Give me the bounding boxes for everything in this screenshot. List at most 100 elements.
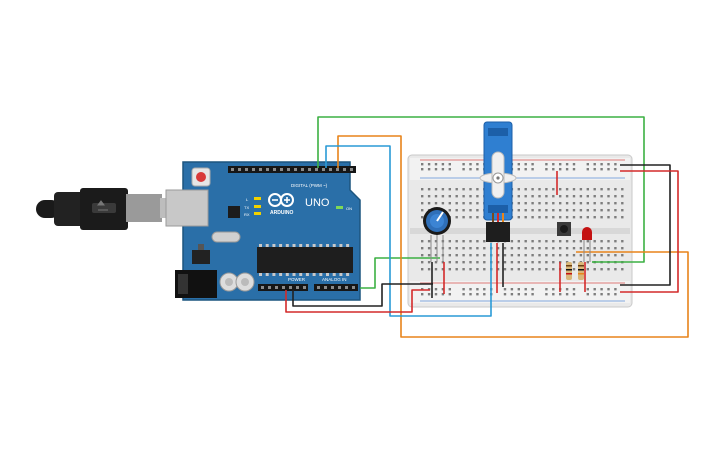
breadboard-hole bbox=[572, 216, 576, 219]
breadboard-hole bbox=[462, 202, 465, 205]
chip-pin bbox=[279, 244, 283, 247]
breadboard-hole bbox=[559, 195, 562, 198]
breadboard-hole bbox=[586, 261, 589, 264]
breadboard-hole bbox=[517, 254, 520, 257]
breadboard-hole bbox=[579, 195, 583, 198]
breadboard-hole bbox=[455, 216, 458, 219]
breadboard-hole bbox=[476, 209, 479, 212]
breadboard-hole bbox=[614, 240, 617, 243]
digital-header-label: DIGITAL (PWM ~) bbox=[291, 183, 328, 188]
chip-pin bbox=[312, 273, 316, 276]
header-pin bbox=[317, 286, 320, 289]
breadboard-hole bbox=[545, 288, 548, 291]
breadboard-hole bbox=[462, 163, 465, 166]
breadboard-hole bbox=[593, 288, 596, 291]
breadboard-hole bbox=[448, 254, 451, 257]
breadboard-hole bbox=[496, 247, 500, 250]
breadboard-hole bbox=[441, 288, 445, 291]
chip-pin bbox=[259, 273, 262, 276]
breadboard-hole bbox=[421, 188, 424, 191]
breadboard-hole bbox=[517, 209, 520, 212]
breadboard-hole bbox=[572, 168, 576, 171]
breadboard-hole bbox=[538, 188, 541, 191]
breadboard-hole bbox=[427, 247, 431, 250]
breadboard-hole bbox=[586, 163, 589, 166]
breadboard-hole bbox=[586, 247, 589, 250]
breadboard-hole bbox=[531, 254, 534, 257]
breadboard-hole bbox=[421, 240, 424, 243]
breadboard-hole bbox=[421, 247, 424, 250]
bottom-header-pins bbox=[261, 286, 355, 289]
breadboard-hole bbox=[600, 168, 603, 171]
breadboard-hole bbox=[421, 254, 424, 257]
header-pin bbox=[331, 286, 334, 289]
header-pin bbox=[350, 168, 353, 171]
breadboard-hole bbox=[552, 188, 555, 191]
breadboard-hole bbox=[600, 163, 603, 166]
chip-pin bbox=[292, 244, 296, 247]
red-led bbox=[582, 227, 592, 262]
breadboard-hole bbox=[565, 261, 569, 264]
breadboard-hole bbox=[524, 261, 527, 264]
chip-pin bbox=[272, 244, 276, 247]
breadboard-hole bbox=[517, 288, 520, 291]
breadboard-hole bbox=[455, 202, 458, 205]
arduino-uno: L TX RX ON ARDUINO UNO DIGITAL (PWM ~) P… bbox=[36, 161, 361, 301]
breadboard-hole bbox=[559, 209, 562, 212]
breadboard-hole bbox=[579, 247, 583, 250]
breadboard-hole bbox=[586, 240, 589, 243]
breadboard-hole bbox=[441, 168, 445, 171]
breadboard-hole bbox=[607, 288, 610, 291]
header-pin bbox=[308, 168, 311, 171]
breadboard-hole bbox=[427, 254, 431, 257]
breadboard-hole bbox=[621, 247, 624, 250]
breadboard-hole bbox=[600, 216, 603, 219]
breadboard-hole bbox=[552, 293, 555, 296]
digital-header bbox=[228, 166, 356, 173]
breadboard-hole bbox=[427, 293, 431, 296]
crystal bbox=[211, 231, 241, 243]
header-pin bbox=[338, 286, 341, 289]
breadboard-hole bbox=[559, 247, 562, 250]
breadboard-hole bbox=[565, 216, 569, 219]
analog-label: ANALOG IN bbox=[322, 277, 347, 282]
breadboard-hole bbox=[572, 202, 576, 205]
breadboard-hole bbox=[434, 188, 438, 191]
breadboard-hole bbox=[469, 261, 472, 264]
push-button[interactable] bbox=[557, 222, 571, 236]
breadboard-hole bbox=[476, 247, 479, 250]
breadboard-hole bbox=[421, 163, 424, 166]
header-pin bbox=[301, 168, 304, 171]
header-pin bbox=[322, 168, 325, 171]
breadboard-hole bbox=[421, 209, 424, 212]
breadboard-hole bbox=[476, 240, 479, 243]
atmega-chip-pins bbox=[259, 244, 350, 276]
breadboard-hole bbox=[483, 288, 486, 291]
breadboard-hole bbox=[545, 195, 548, 198]
breadboard-hole bbox=[545, 254, 548, 257]
servo-motor[interactable] bbox=[479, 121, 517, 242]
breadboard-hole bbox=[448, 202, 451, 205]
breadboard-hole bbox=[496, 254, 500, 257]
breadboard-hole bbox=[607, 202, 610, 205]
breadboard-hole bbox=[524, 202, 527, 205]
breadboard-hole bbox=[593, 293, 596, 296]
reset-button-cap[interactable] bbox=[196, 172, 206, 182]
breadboard-hole bbox=[593, 202, 596, 205]
breadboard-hole bbox=[434, 195, 438, 198]
breadboard-hole bbox=[483, 254, 486, 257]
breadboard-hole bbox=[559, 168, 562, 171]
resistor-1 bbox=[566, 262, 572, 280]
breadboard-hole bbox=[552, 254, 555, 257]
breadboard-hole bbox=[614, 163, 617, 166]
breadboard-hole bbox=[455, 195, 458, 198]
breadboard-hole bbox=[476, 216, 479, 219]
breadboard-hole bbox=[565, 163, 569, 166]
breadboard-hole bbox=[586, 188, 589, 191]
breadboard-hole bbox=[462, 288, 465, 291]
wire-blue-servo bbox=[325, 145, 492, 317]
breadboard-hole bbox=[559, 254, 562, 257]
push-button-cap[interactable] bbox=[560, 225, 568, 233]
wire-orange-button bbox=[337, 135, 689, 338]
potentiometer[interactable] bbox=[423, 207, 451, 262]
